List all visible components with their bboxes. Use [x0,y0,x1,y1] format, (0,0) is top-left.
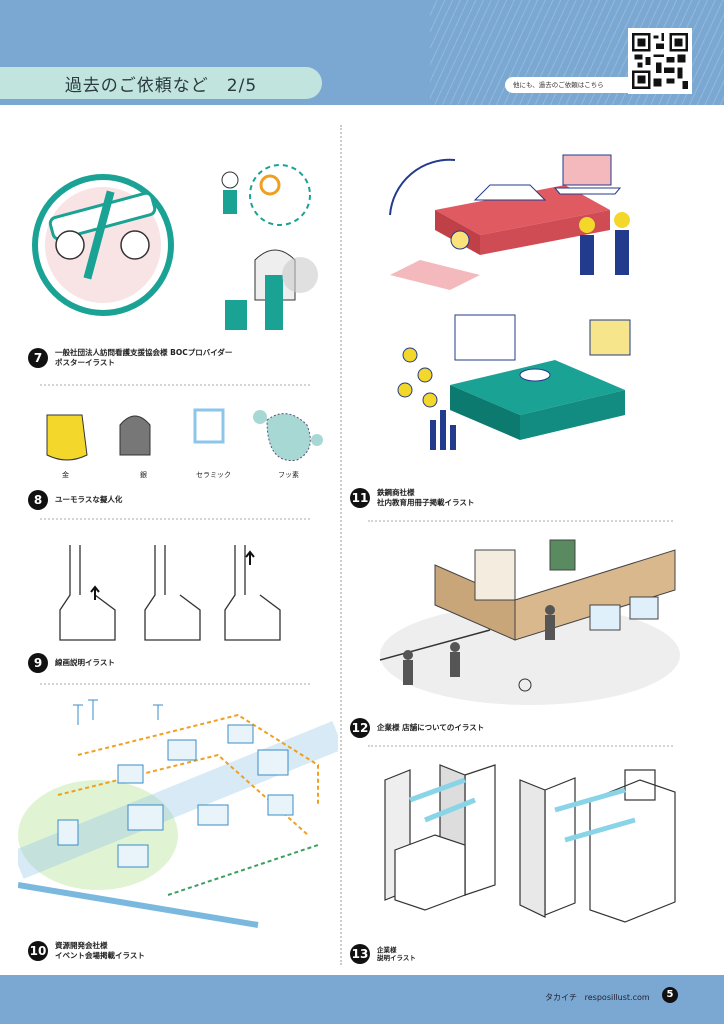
char-label-fluorine: フッ素 [278,471,299,479]
divider [40,518,310,520]
item-number: 8 [28,490,48,510]
caption-10: 10 資源開発会社様イベント会場掲載イラスト [28,941,145,961]
divider [368,520,673,522]
illustration-12-store [379,539,680,705]
illustration-9-line-drawing [59,545,281,641]
footer: タカイチ resposillust.com 5 [0,975,724,1024]
caption-8: 8 ユーモラスな擬人化 [28,490,122,510]
caption-line: 社内教育用冊子掲載イラスト [377,498,475,507]
caption-13: 13 企業様説明イラスト [350,944,416,964]
illustration-13-equipment [384,764,676,923]
char-label-gold: 金 [62,471,69,479]
caption-line: ポスターイラスト [55,358,115,367]
qr-note: 他にも、過去のご依頼はこちら [505,77,633,93]
qr-code[interactable] [628,28,692,94]
item-number: 9 [28,653,48,673]
caption-line: イベント会場掲載イラスト [55,951,145,960]
char-label-silver: 銀 [140,471,147,479]
item-number: 7 [28,348,48,368]
caption-11: 11 鉄鋼商社様社内教育用冊子掲載イラスト [350,488,474,508]
header: 過去のご依頼など 2/5 他にも、過去のご依頼はこちら [0,0,724,105]
char-label-ceramic: セラミック [196,471,231,479]
page-number: 5 [662,987,678,1003]
illustration-7-poster [32,164,318,330]
illustration-10-plant-map [18,699,338,928]
caption-line: 線画説明イラスト [55,658,115,667]
caption-line: 資源開発会社様 [55,941,108,950]
illustration-8-characters [46,408,323,461]
author-name: タカイチ [545,993,577,1002]
caption-line: ユーモラスな擬人化 [55,495,123,504]
divider [40,683,310,685]
item-number: 10 [28,941,48,961]
page-title: 過去のご依頼など 2/5 [0,67,322,99]
caption-7: 7 一般社団法人訪問看護支援協会様 BOCプロバイダーポスターイラスト [28,348,232,368]
item-number: 11 [350,488,370,508]
caption-line: 企業様 店舗についてのイラスト [377,723,485,732]
divider [368,745,673,747]
caption-line: 鉄鋼商社様 [377,488,415,497]
caption-line: 企業様 [377,946,397,954]
column-divider [340,125,342,965]
item-number: 13 [350,944,370,964]
caption-9: 9 線画説明イラスト [28,653,115,673]
item-number: 12 [350,718,370,738]
divider [40,384,310,386]
site-link[interactable]: resposillust.com [584,993,650,1002]
caption-12: 12 企業様 店舗についてのイラスト [350,718,484,738]
illustration-11-steel-trading [389,154,631,450]
caption-line: 説明イラスト [377,954,416,962]
caption-line: 一般社団法人訪問看護支援協会様 BOCプロバイダー [55,348,233,357]
